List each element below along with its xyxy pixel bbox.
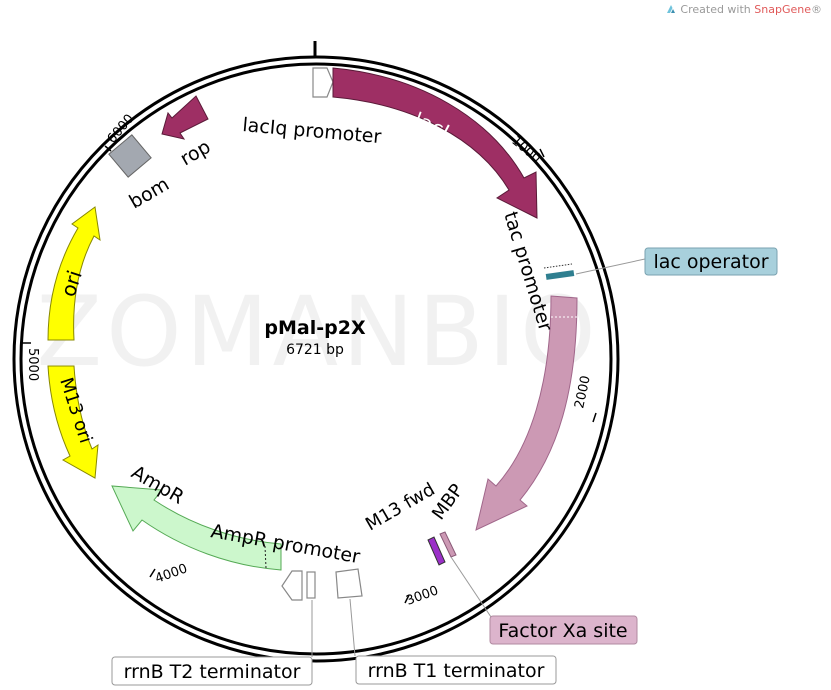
- lac-operator-callout-box[interactable]: [644, 247, 778, 276]
- lac-operator-callout-label: lac operator: [653, 251, 768, 273]
- credit-prefix: Created with: [680, 3, 755, 16]
- mbp-feature[interactable]: [475, 295, 578, 531]
- factor-xa-callout-box[interactable]: [489, 615, 638, 645]
- factor-xa-callout-label: Factor Xa site: [498, 620, 627, 642]
- tick-1000-mark: [539, 148, 545, 158]
- bom-label: bom: [126, 173, 174, 213]
- plasmid-name: pMal-p2X: [264, 317, 366, 339]
- factor-xa-feature[interactable]: [439, 531, 457, 558]
- tick-2000-mark: [592, 412, 597, 423]
- tick-label-5000: 5000: [25, 348, 40, 381]
- credit-brand: SnapGene: [754, 3, 811, 16]
- bom-feature[interactable]: [108, 134, 152, 178]
- rrnb-t1-feature[interactable]: [335, 568, 363, 599]
- snapgene-credit: Created with SnapGene®: [665, 3, 822, 16]
- tick-4000-mark: [149, 568, 156, 578]
- rrnb-t2-feature[interactable]: [306, 571, 316, 599]
- rrnb-t2-callout-box[interactable]: [111, 656, 313, 686]
- tick-label-2000: 2000: [572, 374, 594, 409]
- snapgene-logo-icon: [667, 5, 676, 13]
- rrnb-t1-connector: [349, 598, 356, 657]
- rrnb-t2-callout-label: rrnB T2 terminator: [124, 661, 301, 683]
- lac-operator-connector: [575, 258, 646, 275]
- factor-xa-connector: [450, 556, 494, 621]
- rrnb-t1-callout-box[interactable]: [355, 655, 557, 685]
- ampr-feature[interactable]: [111, 485, 282, 571]
- lacI-feature[interactable]: [332, 67, 538, 219]
- lac-operator-feature[interactable]: [545, 270, 575, 280]
- m13-ori-feature[interactable]: [47, 365, 99, 479]
- ori-feature[interactable]: [47, 206, 101, 341]
- tick-label-4000: 4000: [153, 561, 189, 586]
- tick-label-3000: 3000: [404, 583, 440, 608]
- lacIq-promoter-feature[interactable]: [312, 67, 334, 98]
- tick-3000-mark: [404, 594, 410, 604]
- backbone-inner: [19, 62, 613, 656]
- credit-mark: ®: [811, 3, 822, 16]
- rop-label: rop: [177, 136, 215, 171]
- watermark: ZOMANBIO: [36, 276, 599, 388]
- ampr-promoter-feature[interactable]: [281, 570, 303, 601]
- mbp-label: MBP: [428, 480, 468, 524]
- plasmid-size: 6721 bp: [286, 342, 344, 358]
- rrnb-t1-callout-label: rrnB T1 terminator: [368, 660, 545, 682]
- m13-fwd-label: M13 fwd: [362, 479, 439, 535]
- tick-6000-mark: [104, 145, 112, 152]
- m13-fwd-feature[interactable]: [427, 536, 446, 566]
- rop-feature[interactable]: [161, 95, 209, 140]
- lac-operator-dots: [543, 263, 573, 269]
- lacIq-promoter-label: lacIq promoter: [242, 114, 383, 148]
